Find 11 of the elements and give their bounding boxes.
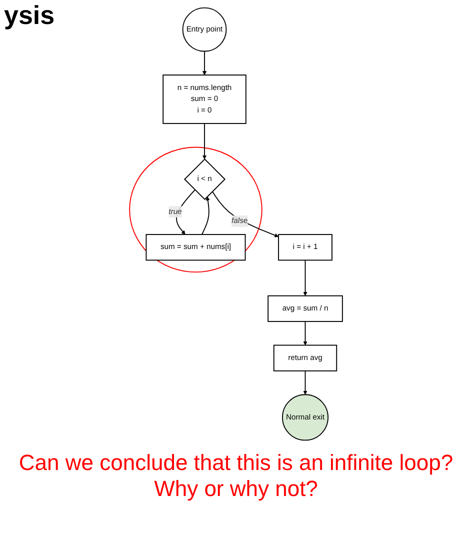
arrow <box>303 260 308 296</box>
arrow <box>303 370 308 395</box>
arrow <box>212 191 279 238</box>
cluster <box>129 146 262 273</box>
arrow <box>202 123 207 160</box>
arrow <box>303 320 308 346</box>
arrow <box>202 50 207 76</box>
question-note: Can we conclude that this is an infinite loop? Why or why not? <box>18 450 454 502</box>
arrow <box>176 189 196 235</box>
title: ysis <box>4 0 55 31</box>
arrow <box>201 196 210 235</box>
